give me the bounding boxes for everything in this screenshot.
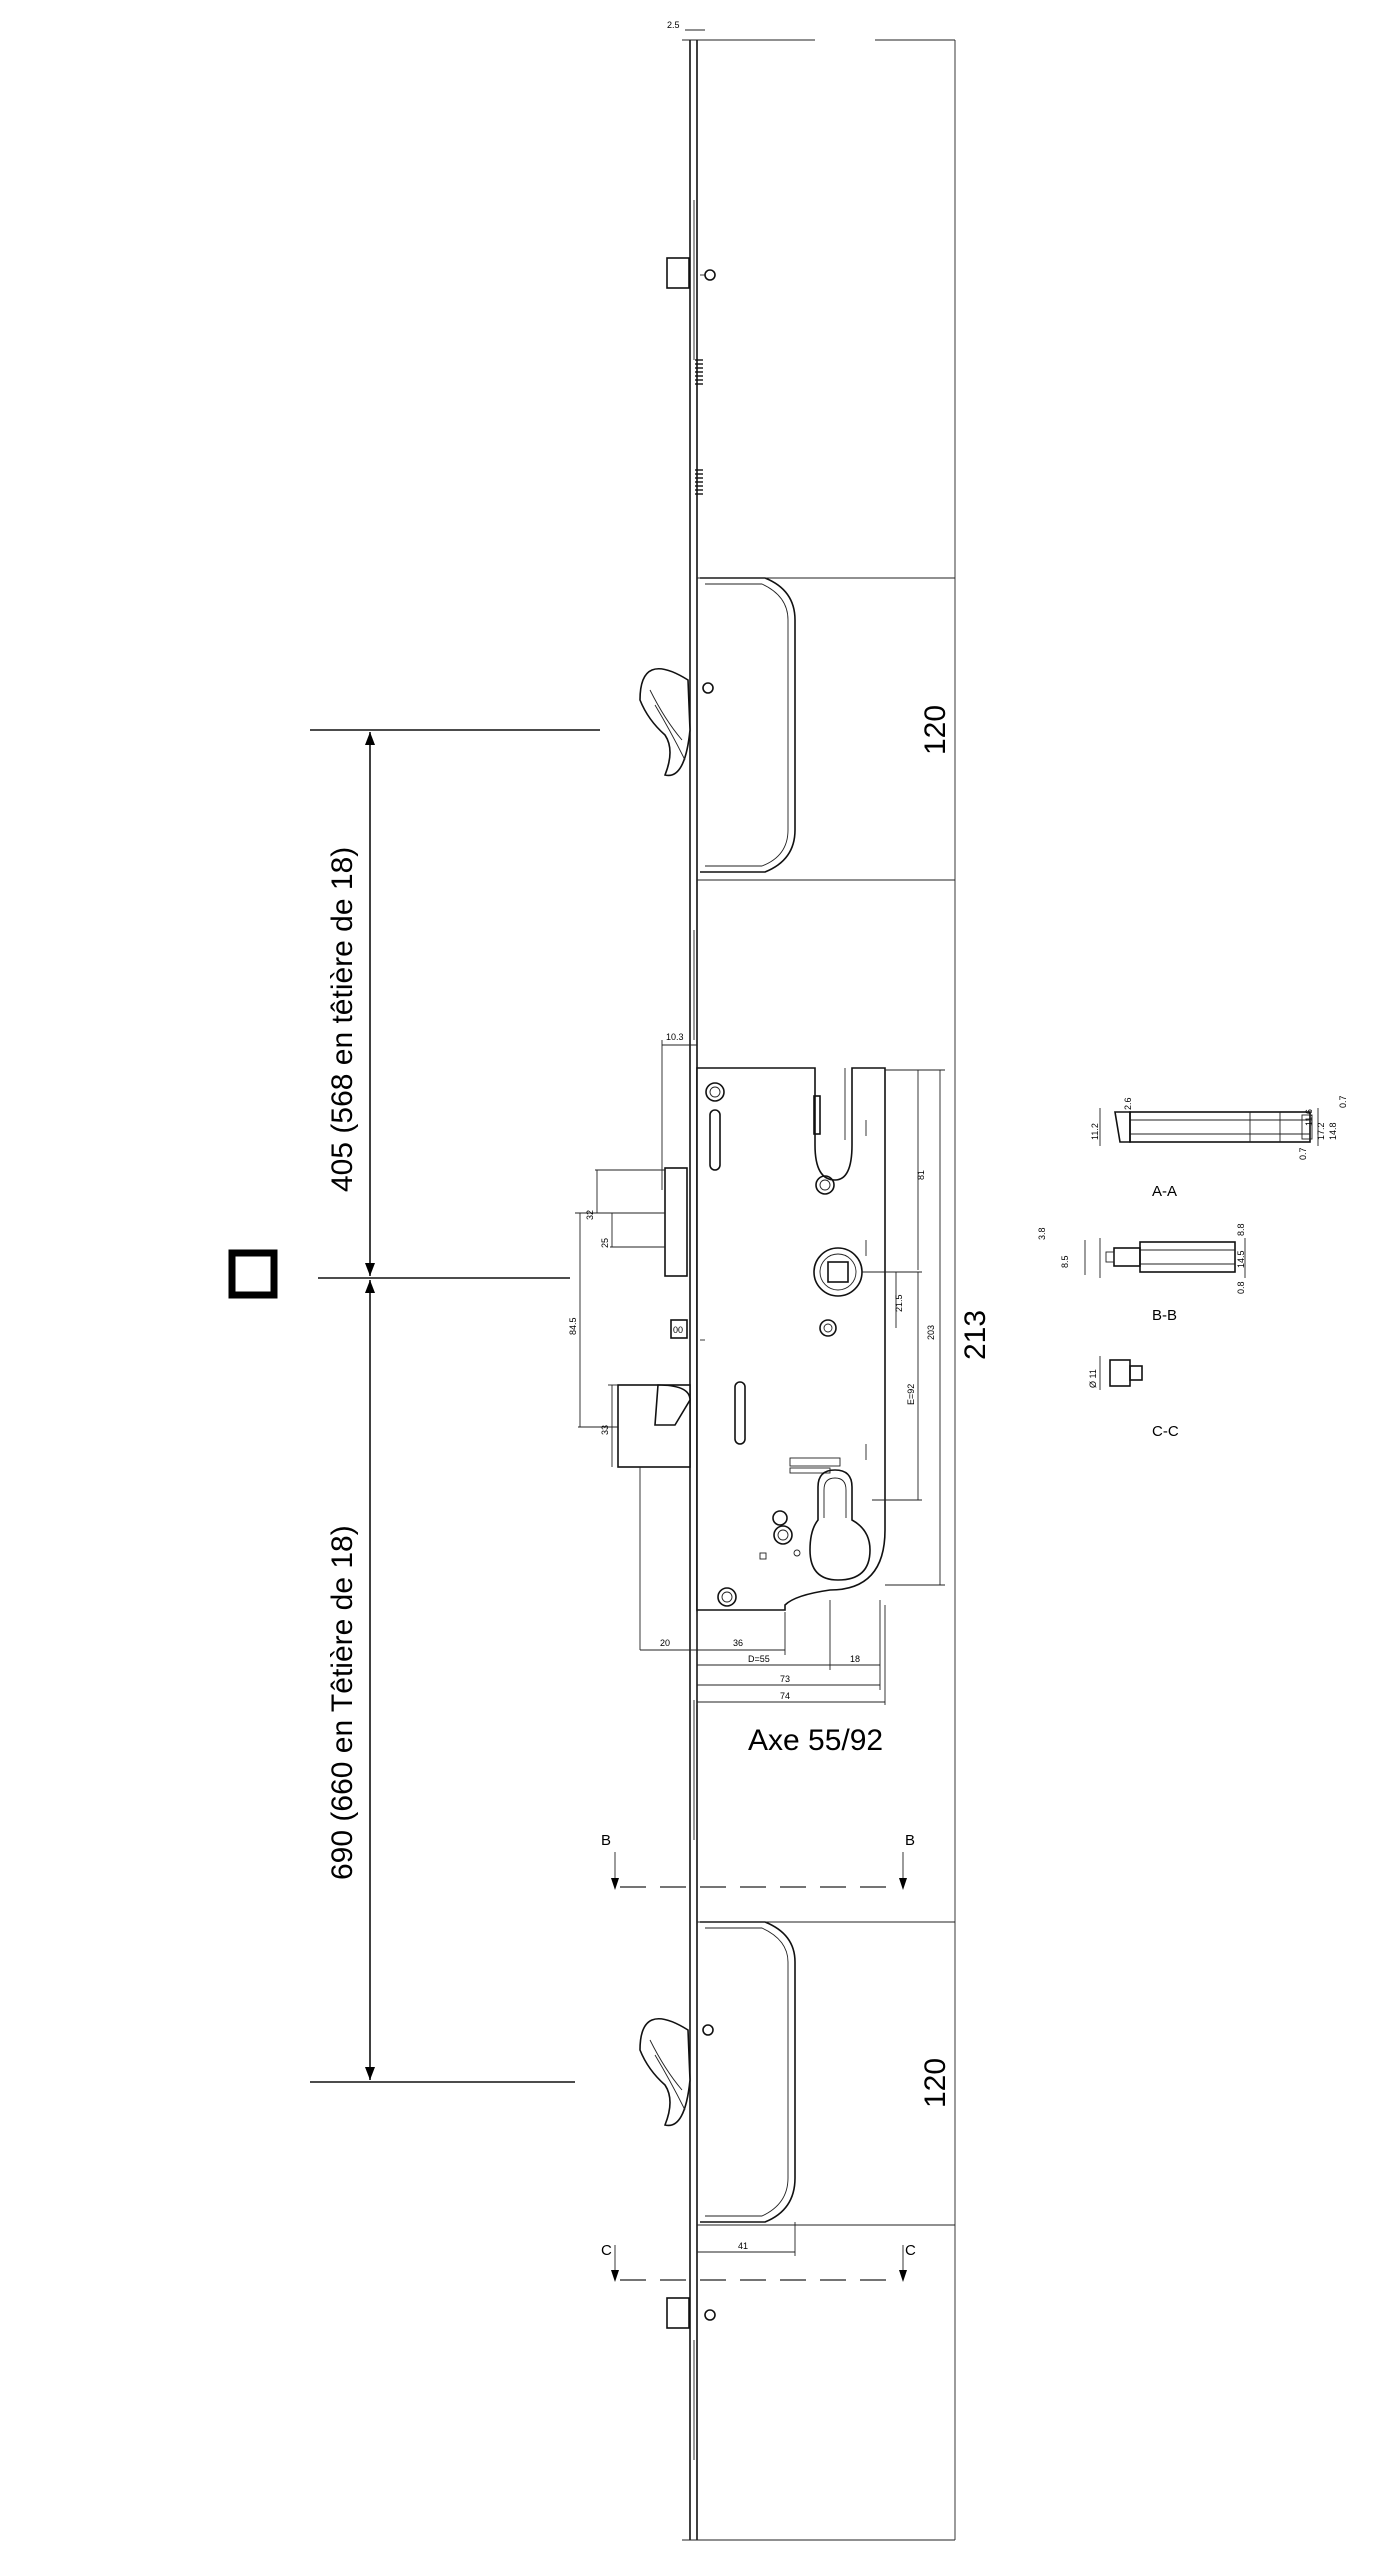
deadbolt: 84.5 33 — [568, 1213, 691, 1650]
dim-74-label: 74 — [780, 1691, 790, 1701]
dim-73-label: 73 — [780, 1674, 790, 1684]
upper-distance-label: 405 (568 en têtière de 18) — [326, 847, 359, 1192]
lock-case: 10.3 — [661, 1032, 886, 1611]
case-offset-label: 10.3 — [666, 1032, 684, 1042]
dim-41-label: 41 — [738, 2241, 748, 2251]
section-view-aa: 2.6 11.2 11.6 17.2 14.8 0.7 0.7 A-A — [1090, 1095, 1348, 1200]
bottom-roller-bolt — [666, 2297, 716, 2329]
top-roller-bolt — [666, 257, 716, 289]
section-b-left-label: B — [601, 1832, 611, 1849]
section-bb-caption: B-B — [1152, 1307, 1177, 1324]
aa-dim-2: 11.2 — [1090, 1123, 1100, 1140]
lock-indicator: 00 — [670, 1319, 705, 1341]
left-dimension-lines — [310, 729, 600, 2083]
dim-32-label: 32 — [585, 1210, 595, 1220]
dim-21-5-label: 21.5 — [894, 1294, 904, 1312]
knurl-top — [695, 359, 703, 385]
faceplate-thickness-label: 2.5 — [667, 20, 680, 30]
dim-e92-label: E=92 — [906, 1384, 916, 1405]
dim-203-label: 203 — [926, 1325, 936, 1340]
top-hook-assembly — [639, 577, 955, 881]
latch-bolt: 32 25 — [575, 1167, 688, 1277]
bb-dim-4: 8.8 — [1236, 1223, 1246, 1236]
section-view-bb: 3.8 8.5 14.5 8.8 0.8 B-B — [1037, 1223, 1246, 1324]
axis-caption: Axe 55/92 — [748, 1724, 883, 1757]
section-c-right-label: C — [905, 2242, 916, 2259]
knurl-middle — [695, 469, 703, 495]
dim-33-label: 33 — [600, 1425, 610, 1435]
aa-dim-6: 0.7 — [1338, 1095, 1348, 1108]
aa-dim-3: 11.6 — [1304, 1109, 1314, 1126]
bb-dim-2: 8.5 — [1060, 1255, 1070, 1268]
faceplate-thickness-dimension: 2.5 — [667, 20, 705, 31]
dim-25-label: 25 — [600, 1238, 610, 1248]
cc-dim-1: Ø 11 — [1088, 1369, 1098, 1388]
dim-36-label: 36 — [733, 1638, 743, 1648]
case-horizontal-dimensions: 20 36 D=55 18 73 74 — [640, 1600, 886, 1705]
section-cc-caption: C-C — [1152, 1423, 1179, 1440]
dim-d55-label: D=55 — [748, 1654, 770, 1664]
svg-text:00: 00 — [673, 1325, 683, 1335]
section-mark-b: B B — [601, 1832, 915, 1890]
hook-spacing-bottom-label: 120 — [919, 2058, 952, 2108]
section-c-left-label: C — [601, 2242, 612, 2259]
aa-dim-5: 14.8 — [1328, 1122, 1338, 1140]
aa-dim-4: 17.2 — [1316, 1122, 1326, 1140]
total-height-label: 213 — [959, 1310, 992, 1360]
hook-spacing-top-label: 120 — [919, 705, 952, 755]
bottom-hook-assembly: 41 — [639, 1921, 955, 2256]
lower-distance-label: 690 (660 en Têtière de 18) — [326, 1525, 359, 1880]
dim-81-label: 81 — [916, 1170, 926, 1180]
section-aa-caption: A-A — [1152, 1183, 1177, 1200]
aa-dim-1: 2.6 — [1123, 1097, 1133, 1110]
section-view-cc: Ø 11 C-C — [1088, 1356, 1179, 1440]
right-reference-lines — [700, 39, 956, 2541]
aa-dim-7: 0.7 — [1298, 1147, 1308, 1160]
dim-18-label: 18 — [850, 1654, 860, 1664]
case-vertical-dimensions: 81 21.5 203 E=92 — [862, 1069, 945, 1586]
section-mark-c: C C — [601, 2242, 916, 2282]
bb-dim-3: 14.5 — [1236, 1250, 1246, 1268]
dim-84-5-label: 84.5 — [568, 1317, 578, 1335]
dim-20-label: 20 — [660, 1638, 670, 1648]
bb-dim-5: 0.8 — [1236, 1281, 1246, 1294]
bb-dim-1: 3.8 — [1037, 1227, 1047, 1240]
section-b-right-label: B — [905, 1832, 915, 1849]
square-marker-icon — [228, 1249, 278, 1299]
